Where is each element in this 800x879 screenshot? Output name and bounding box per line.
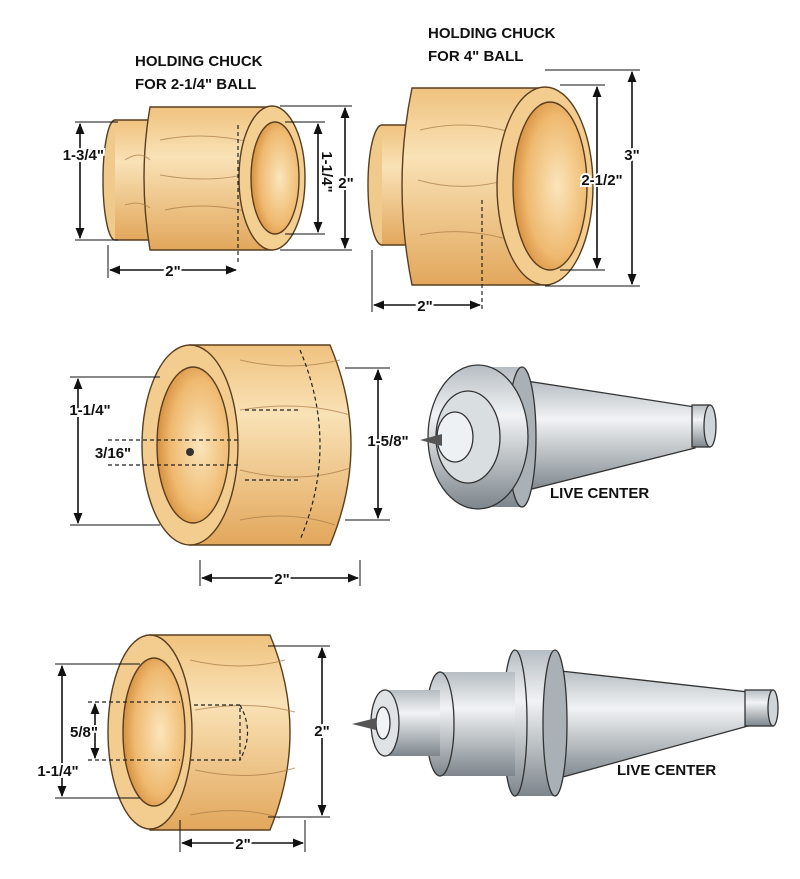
dim-length: 2"	[235, 836, 250, 853]
title-line2: FOR 2-1/4" BALL	[135, 76, 256, 93]
dim-length: 2"	[165, 263, 180, 280]
title-line2: FOR 4" BALL	[428, 48, 523, 65]
dimensions-large-chuck: 2-1/2" 3" 2"	[371, 69, 642, 317]
holding-chuck-small: HOLDING CHUCK FOR 2-1/4" BALL	[102, 53, 306, 262]
dim-bore: 2-1/2"	[581, 172, 622, 189]
dimensions-bottom-chuck: 1-1/4" 5/8" 2" 2"	[35, 645, 332, 855]
live-center-label: LIVE CENTER	[617, 762, 716, 779]
dim-recess: 5/8"	[70, 724, 98, 741]
holding-chuck-bottom	[88, 634, 296, 831]
live-center-1: LIVE CENTER	[420, 364, 717, 510]
dim-tenon: 1-3/4"	[63, 147, 104, 164]
holding-chuck-large: HOLDING CHUCK FOR 4" BALL	[367, 25, 594, 312]
dim-diameter: 2"	[338, 175, 353, 192]
holding-chuck-middle	[108, 344, 352, 546]
live-center-2: LIVE CENTER	[352, 649, 779, 797]
title-line1: HOLDING CHUCK	[135, 53, 263, 70]
dim-diameter: 2"	[314, 723, 329, 740]
dim-length: 2"	[417, 298, 432, 315]
dim-diameter: 1-5/8"	[367, 433, 408, 450]
dimensions-small-chuck: 1-3/4" 1-1/4" 2" 2"	[61, 105, 356, 282]
dim-hole: 3/16"	[95, 445, 131, 462]
dimensions-middle-chuck: 1-1/4" 3/16" 1-5/8" 2"	[67, 367, 411, 590]
dim-diameter: 3"	[624, 147, 639, 164]
title-line1: HOLDING CHUCK	[428, 25, 556, 42]
dim-bore: 1-1/4"	[318, 151, 335, 192]
dim-bore: 1-1/4"	[69, 402, 110, 419]
live-center-label: LIVE CENTER	[550, 485, 649, 502]
dim-length: 2"	[274, 571, 289, 588]
dim-bore: 1-1/4"	[37, 763, 78, 780]
